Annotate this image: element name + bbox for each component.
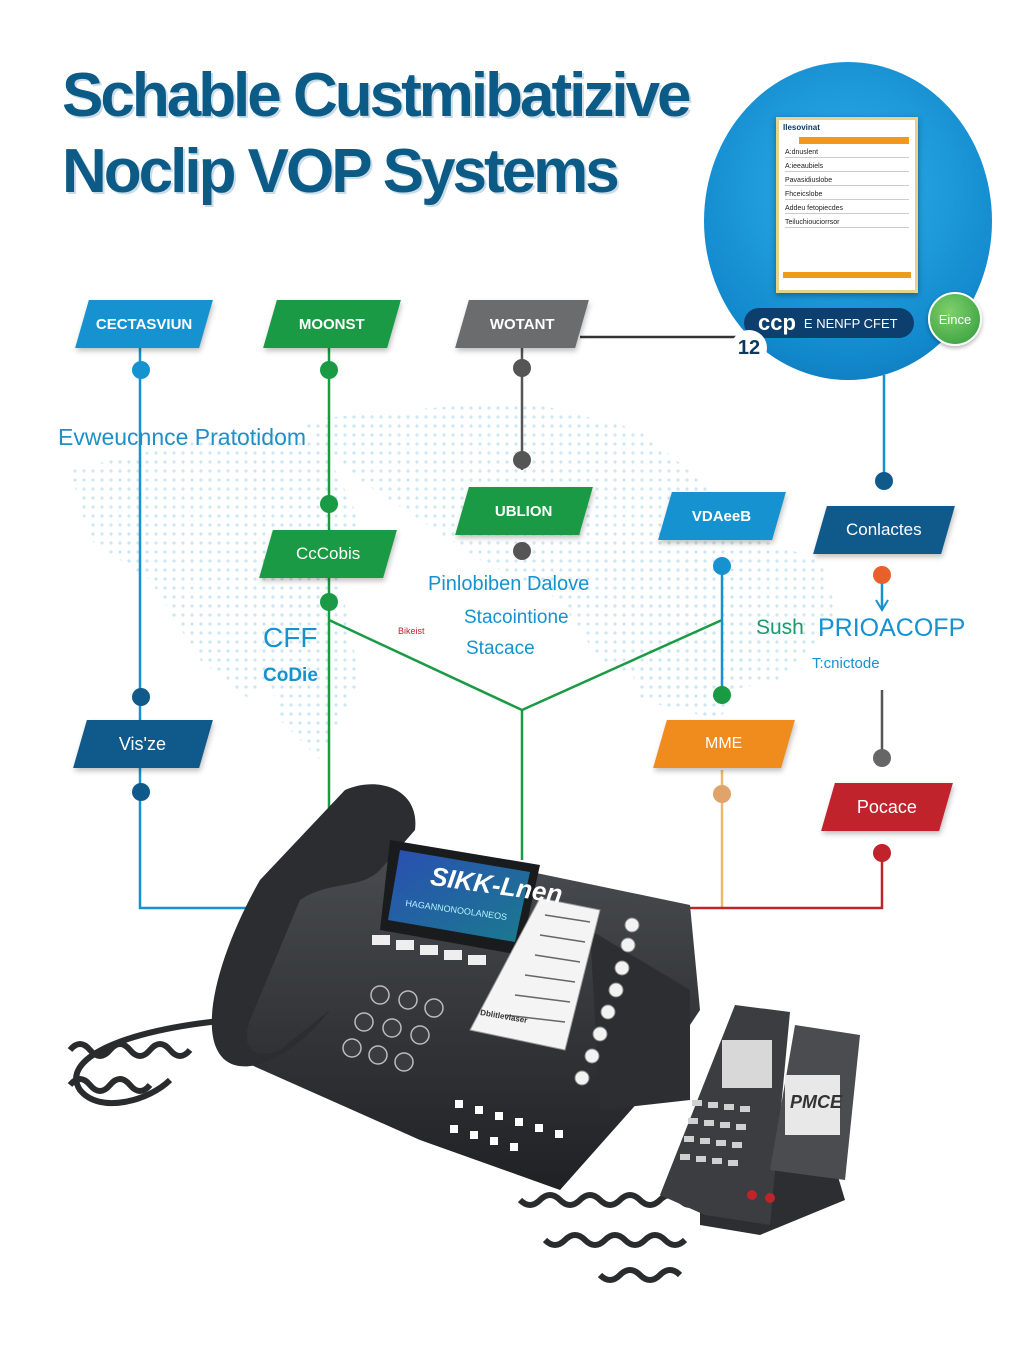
- label-tenciode: T:cnictode: [812, 655, 880, 672]
- ccp-logo: ccp: [758, 310, 796, 335]
- label-small-red: Bikeist: [398, 626, 425, 636]
- document-highlight-bar: [799, 137, 909, 144]
- document-row: A:dnuslent: [785, 147, 909, 158]
- label-stacoin: Stacointione: [464, 607, 569, 628]
- document-row: Pavasidiuslobe: [785, 175, 909, 186]
- cordless-screen-text: PMCE: [790, 1092, 843, 1112]
- arrow-down-icon: [875, 599, 889, 612]
- document-title: Ilesovinat: [783, 123, 820, 132]
- connector-dot: [513, 451, 531, 469]
- label-stacace: Stacace: [466, 638, 535, 659]
- handset-cord: [67, 1017, 703, 1283]
- label-card: [469, 897, 601, 1051]
- connector-dot: [873, 566, 891, 584]
- eince-badge: Eince: [928, 292, 982, 346]
- cordless-keypad: [680, 1100, 750, 1166]
- connector-dot: [713, 557, 731, 575]
- connector-dot: [875, 472, 893, 490]
- handset: [211, 784, 416, 1067]
- connector-dot: [513, 542, 531, 560]
- cordless-red-buttons: [747, 1190, 775, 1203]
- connector-dot: [132, 688, 150, 706]
- label-pinlob: Pinlobiben Dalove: [428, 573, 590, 595]
- connector-dot: [320, 495, 338, 513]
- connector-dot: [132, 783, 150, 801]
- connector-dot: [513, 359, 531, 377]
- label-cff: CFF: [263, 622, 318, 653]
- connector-dot: [320, 361, 338, 379]
- document-row: Addeu fetopiecdes: [785, 203, 909, 214]
- line-keys: [574, 917, 640, 1086]
- document-row: Fhceicslobe: [785, 189, 909, 200]
- cordless-second-screen: [785, 1075, 840, 1135]
- ccp-text: E NENFP CFET: [803, 315, 898, 331]
- connector-dot: [320, 593, 338, 611]
- title-line-2: Noclip VOP Systems: [62, 137, 620, 206]
- soft-keys: [372, 935, 486, 965]
- cordless-screen: [722, 1040, 772, 1088]
- label-evwe: Evweucnnce Pratotidom: [58, 424, 307, 450]
- document-row: A:ieeaubiels: [785, 161, 909, 172]
- label-card-lines: [504, 914, 591, 1023]
- connector-dot: [873, 749, 891, 767]
- keypad: [342, 985, 444, 1072]
- label-codie: CoDie: [263, 665, 318, 686]
- function-buttons: [450, 1100, 563, 1151]
- document-footer-bar: [783, 272, 911, 278]
- phone-screen: [388, 850, 530, 942]
- connector-dot: [713, 785, 731, 803]
- connector-dot: [873, 844, 891, 862]
- label-sush: Sush: [756, 616, 804, 639]
- document-row: Teiluchiouciorrsor: [785, 217, 909, 228]
- connector-dot: [713, 686, 731, 704]
- label-prioacofp: PRIOACOFP: [818, 614, 966, 642]
- title-line-1: Schable Custmibatizive: [62, 61, 692, 130]
- page-title: Schable Custmibatizive Noclip VOP System…: [62, 58, 692, 210]
- ccp-strip: ccp E NENFP CFET: [744, 308, 914, 338]
- connector-dot: [132, 361, 150, 379]
- number-badge: 12: [731, 330, 767, 366]
- document-card: Ilesovinat A:dnuslent A:ieeaubiels Pavas…: [776, 117, 918, 293]
